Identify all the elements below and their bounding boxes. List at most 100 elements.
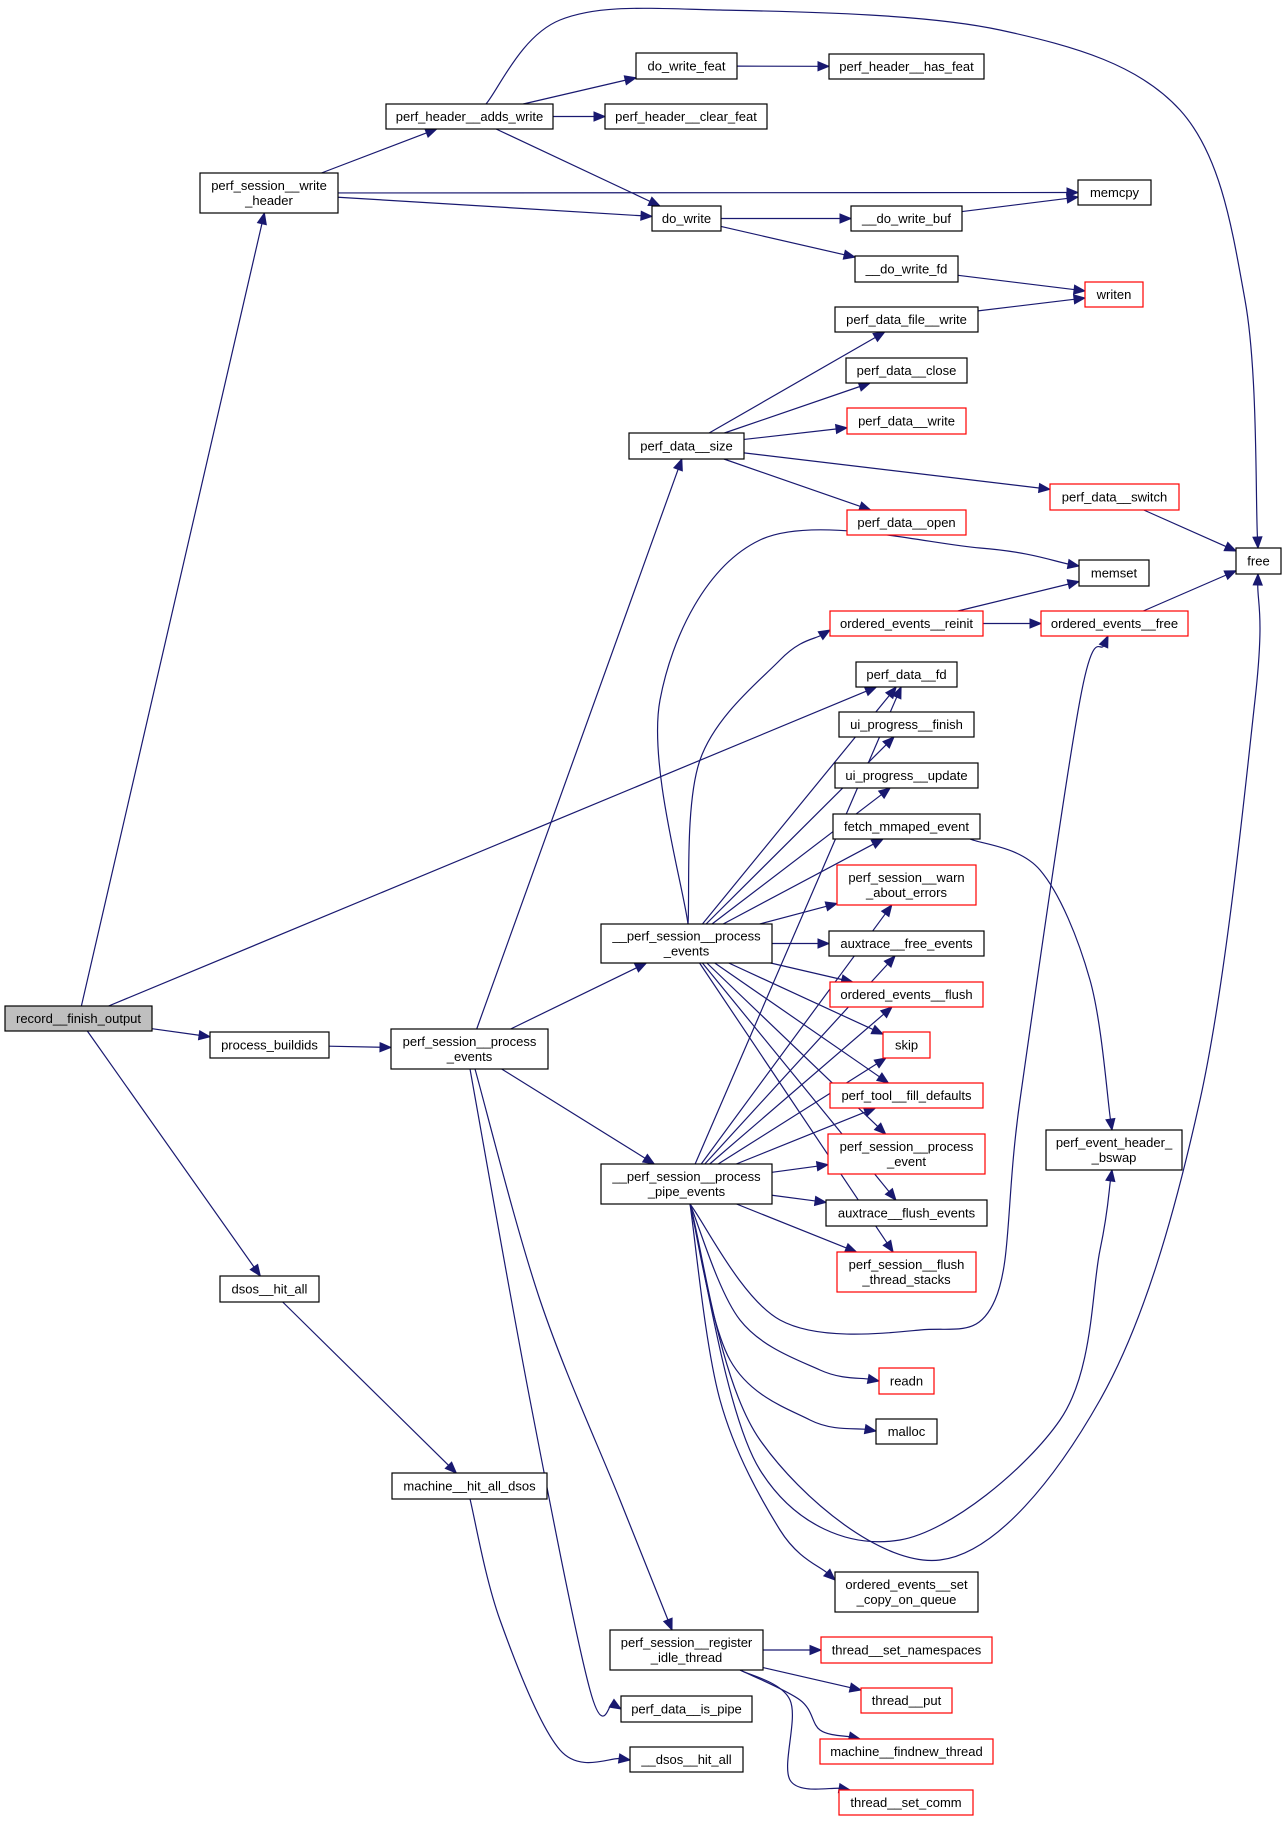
node-dsos-hit-all[interactable]: __dsos__hit_all xyxy=(629,1746,744,1773)
node-writen[interactable]: writen xyxy=(1084,281,1144,308)
arrowhead-icon xyxy=(817,938,831,949)
node-label: perf_data__size xyxy=(640,439,733,454)
node-perf-data-write[interactable]: perf_data__write xyxy=(846,407,967,435)
node-record-finish-output[interactable]: record__finish_output xyxy=(4,1005,153,1032)
node-perf-session-process-events[interactable]: perf_session__process_events xyxy=(390,1028,549,1070)
edge-line xyxy=(736,1203,848,1249)
node-perf-header-adds-write[interactable]: perf_header__adds_write xyxy=(385,103,554,130)
edge-perf_data__size-to-perf_data__write xyxy=(743,423,849,441)
node-perf-session-process-pipe-events[interactable]: __perf_session__process_pipe_events xyxy=(600,1163,773,1205)
edge-line xyxy=(328,1045,382,1048)
node-machine-hit-all-dsos[interactable]: machine__hit_all_dsos xyxy=(391,1472,548,1500)
node-box xyxy=(829,1082,984,1109)
edge-line xyxy=(708,336,877,434)
edge-process_buildids-to-perf_session__process_events xyxy=(328,1041,393,1053)
node-readn[interactable]: readn xyxy=(878,1367,935,1395)
node-label: do_write_feat xyxy=(647,59,725,74)
node-label: ui_progress__update xyxy=(845,768,967,783)
node-label: ordered_events__free xyxy=(1051,616,1178,631)
node-process-buildids[interactable]: process_buildids xyxy=(209,1031,330,1059)
node-memcpy[interactable]: memcpy xyxy=(1077,179,1152,206)
node-ordered-events-flush[interactable]: ordered_events__flush xyxy=(829,981,984,1008)
node-box xyxy=(825,1199,988,1227)
node-auxtrace-flush-events[interactable]: auxtrace__flush_events xyxy=(825,1199,988,1227)
edge-line xyxy=(717,1062,878,1165)
node-box xyxy=(609,1629,764,1671)
node-machine-findnew-thread[interactable]: machine__findnew_thread xyxy=(819,1738,994,1765)
node-perf-data-size[interactable]: perf_data__size xyxy=(628,432,745,460)
node-perf-data-open[interactable]: perf_data__open xyxy=(846,509,967,536)
node-perf-data-fd[interactable]: perf_data__fd xyxy=(855,661,958,688)
node-skip[interactable]: skip xyxy=(882,1031,931,1059)
node-label: fetch_mmaped_event xyxy=(844,819,969,834)
node-perf-tool-fill-defaults[interactable]: perf_tool__fill_defaults xyxy=(829,1082,984,1109)
node-ordered-events-free[interactable]: ordered_events__free xyxy=(1040,610,1189,637)
node-memset[interactable]: memset xyxy=(1078,559,1150,587)
node-box xyxy=(838,711,975,738)
node-do-write-fd[interactable]: __do_write_fd xyxy=(854,255,959,283)
node-fetch-mmaped-event[interactable]: fetch_mmaped_event xyxy=(832,813,981,840)
node-box xyxy=(829,610,984,637)
node-ui-progress-update[interactable]: ui_progress__update xyxy=(834,762,979,789)
node-perf-header-has-feat[interactable]: perf_header__has_feat xyxy=(828,53,985,80)
node-ui-progress-finish[interactable]: ui_progress__finish xyxy=(838,711,975,738)
node-perf-data-file-write[interactable]: perf_data_file__write xyxy=(834,306,979,333)
node-thread-put[interactable]: thread__put xyxy=(860,1687,953,1714)
arrowhead-icon xyxy=(870,838,885,850)
edge-perf_data__size-to-perf_data__open xyxy=(723,458,872,512)
node-perf-header-clear-feat[interactable]: perf_header__clear_feat xyxy=(604,103,768,130)
node-perf-session-process-events[interactable]: __perf_session__process_events xyxy=(600,923,773,964)
node-label: _events xyxy=(446,1049,493,1064)
node-box xyxy=(4,1005,153,1032)
node-auxtrace-free-events[interactable]: auxtrace__free_events xyxy=(828,930,985,957)
node-malloc[interactable]: malloc xyxy=(875,1418,938,1445)
arrowhead-icon xyxy=(834,423,849,435)
node-box xyxy=(846,509,967,536)
edge-perf_session__register_idle_thread-to-thread__set_comm xyxy=(739,1669,852,1794)
node-thread-set-namespaces[interactable]: thread__set_namespaces xyxy=(820,1636,993,1664)
edges-layer xyxy=(80,7,1263,1794)
arrowhead-icon xyxy=(870,1024,885,1035)
node-ordered-events-set-copy-on-queue[interactable]: ordered_events__set_copy_on_queue xyxy=(834,1571,979,1613)
node-label: thread__set_comm xyxy=(850,1795,961,1810)
arrowhead-icon xyxy=(839,213,853,224)
arrowhead-icon xyxy=(640,210,654,221)
node-label: __perf_session__process xyxy=(611,929,761,944)
node-box xyxy=(836,864,977,906)
arrowhead-icon xyxy=(822,1568,836,1581)
node-perf-data-switch[interactable]: perf_data__switch xyxy=(1049,483,1180,511)
edge-line xyxy=(510,966,638,1030)
node-label: _copy_on_queue xyxy=(856,1592,957,1607)
node-perf-data-close[interactable]: perf_data__close xyxy=(845,357,968,384)
node-label: perf_event_header_ xyxy=(1056,1135,1173,1150)
edge-machine__hit_all_dsos-to-__dsos__hit_all xyxy=(469,1498,632,1764)
arrowhead-icon xyxy=(1029,618,1043,629)
arrowhead-icon xyxy=(1037,482,1052,494)
node-box xyxy=(845,357,968,384)
edge-line xyxy=(151,1028,201,1036)
node-label: readn xyxy=(890,1374,923,1389)
node-perf-data-is-pipe[interactable]: perf_data__is_pipe xyxy=(620,1695,753,1723)
node-box xyxy=(620,1695,753,1723)
arrowhead-icon xyxy=(593,111,607,122)
node-ordered-events-reinit[interactable]: ordered_events__reinit xyxy=(829,610,984,637)
node-do-write-feat[interactable]: do_write_feat xyxy=(635,52,738,80)
node-perf-session-register-idle-thread[interactable]: perf_session__register_idle_thread xyxy=(609,1629,764,1671)
node-perf-session-flush-thread-stacks[interactable]: perf_session__flush_thread_stacks xyxy=(836,1251,977,1293)
edge-line xyxy=(957,583,1070,612)
node-perf-session-process-event[interactable]: perf_session__process_event xyxy=(827,1133,986,1175)
arrowhead-icon xyxy=(444,1461,458,1474)
node-perf-session-write-header[interactable]: perf_session__write_header xyxy=(199,172,339,214)
edge-perf_session__write_header-to-perf_header__adds_write xyxy=(321,128,438,174)
node-dsos-hit-all[interactable]: dsos__hit_all xyxy=(219,1275,320,1303)
edge-perf_session__write_header-to-do_write xyxy=(337,196,654,221)
node-do-write-buf[interactable]: __do_write_buf xyxy=(850,205,963,232)
node-perf-session-warn-about-errors[interactable]: perf_session__warn_about_errors xyxy=(836,864,977,906)
edge-line xyxy=(722,843,875,925)
node-do-write[interactable]: do_write xyxy=(651,205,722,232)
node-free[interactable]: free xyxy=(1235,547,1282,575)
node-label: perf_header__has_feat xyxy=(839,59,974,74)
node-perf-event-header-bswap[interactable]: perf_event_header__bswap xyxy=(1045,1129,1183,1171)
node-thread-set-comm[interactable]: thread__set_comm xyxy=(838,1789,974,1816)
node-label: record__finish_output xyxy=(16,1011,141,1026)
